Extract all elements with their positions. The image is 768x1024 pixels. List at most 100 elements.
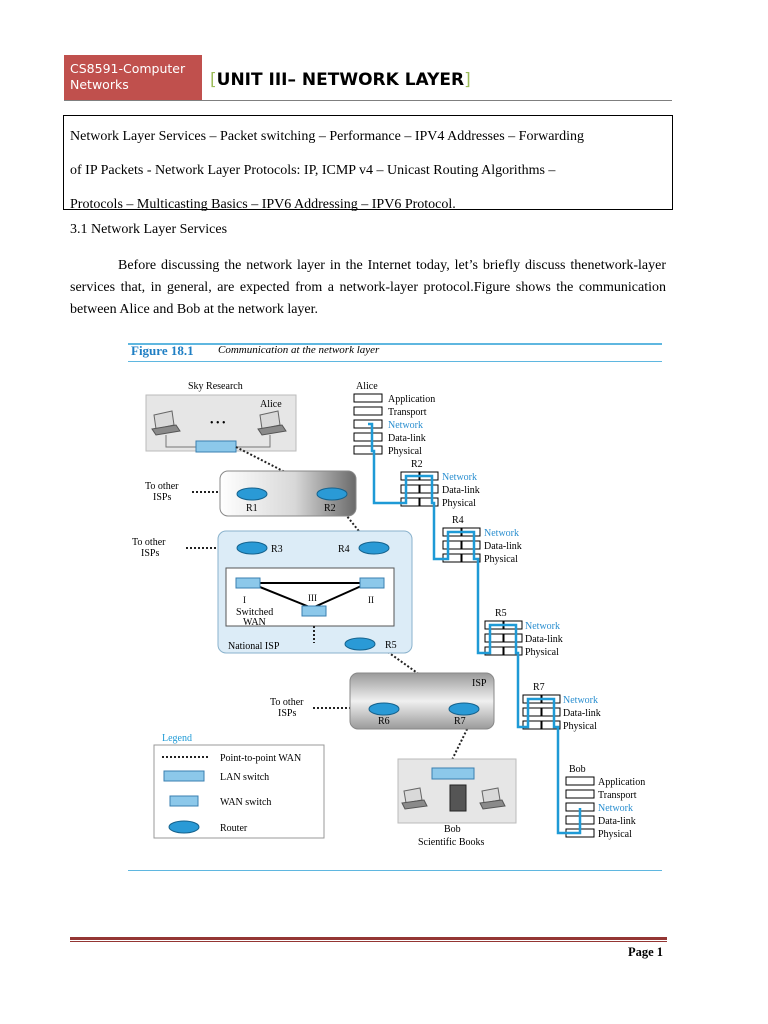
figure-18-1: Figure 18.1 Communication at the network… [128,333,662,873]
course-line-1: CS8591-Computer [70,61,186,76]
alice-physical: Physical [388,446,422,457]
r4-network: Network [484,528,519,539]
figure-caption: Communication at the network layer [218,344,380,356]
r5-network: Network [525,621,560,632]
wan-switch-icon [169,795,199,807]
router-icon [448,702,480,716]
to-other-isps-2b: ISPs [141,548,159,559]
bob-physical: Physical [598,829,632,840]
to-other-isps-3a: To other [270,697,304,708]
network-diagram: Sky Research Alice • • • [132,381,645,848]
bracket-open: [ [210,70,217,90]
r6-label: R6 [378,716,390,727]
lan-switch-icon [431,767,475,780]
wan-switch-icon [235,577,261,589]
r5-stack-title: R5 [495,608,507,619]
r2-label: R2 [324,503,336,514]
router-icon [168,820,200,834]
switched-label: Switched [236,607,273,618]
r4-stack-title: R4 [452,515,464,526]
r7-datalink: Data-link [563,708,601,719]
figure-top-rule [128,343,662,345]
alice-transport: Transport [388,407,427,418]
legend-router-label: Router [220,823,248,834]
router-icon [316,487,348,501]
laptop-icon [479,787,506,810]
page-number: Page 1 [628,945,664,959]
to-other-isps-2a: To other [132,537,166,548]
figure-bottom-rule [128,870,662,871]
r5-label: R5 [385,640,397,651]
router-icon [358,541,390,555]
footer-rule [70,937,667,940]
to-other-isps-1a: To other [145,481,179,492]
r7-stack-title: R7 [533,682,545,693]
alice-application: Application [388,394,435,405]
lan-cable [165,435,196,448]
legend-p2p-label: Point-to-point WAN [220,753,301,764]
topics-line-2: of IP Packets - Network Layer Protocols:… [70,163,556,178]
topics-line-1: Network Layer Services – Packet switchin… [70,129,584,144]
laptop-icon [401,787,428,810]
laptop-icon [257,410,287,436]
bob-label: Bob [444,824,461,835]
router-icon [236,541,268,555]
ellipsis: • • • [210,418,226,429]
r4-physical: Physical [484,554,518,565]
topics-line-3: Protocols – Multicasting Basics – IPV6 A… [70,197,456,212]
sky-research-label: Sky Research [188,381,243,392]
r4-label: R4 [338,544,350,555]
r1-label: R1 [246,503,258,514]
r5-datalink: Data-link [525,634,563,645]
switch-i-label: I [243,595,246,605]
intro-paragraph: Before discussing the network layer in t… [70,258,666,317]
to-other-isps-1b: ISPs [153,492,171,503]
wan-switch-icon [301,605,327,617]
data-path-line [368,422,582,835]
alice-datalink: Data-link [388,433,426,444]
bob-network: Network [598,803,633,814]
r5-physical: Physical [525,647,559,658]
bob-transport: Transport [598,790,637,801]
r7-network: Network [563,695,598,706]
wan-label: WAN [243,617,266,628]
legend-title: Legend [162,733,192,744]
bob-application: Application [598,777,645,788]
r7-label: R7 [454,716,466,727]
server-icon [449,784,467,812]
r7-physical: Physical [563,721,597,732]
course-badge: CS8591-Computer Networks [64,55,202,100]
course-line-2: Networks [70,77,129,92]
switch-ii-label: II [368,595,374,605]
legend-wan-label: WAN switch [220,797,271,808]
section-heading: 3.1 Network Layer Services [70,222,228,237]
switch-iii-label: III [308,593,317,603]
lan-switch-icon [163,770,205,782]
router-icon [344,637,376,651]
bob-stack-title: Bob [569,764,586,775]
r3-label: R3 [271,544,283,555]
footer-rule-thin [70,941,667,942]
alice-network: Network [388,420,423,431]
bracket-close: ] [464,70,471,90]
alice-host-label: Alice [260,399,282,410]
scientific-books-label: Scientific Books [418,837,484,848]
unit-title: [UNIT III– NETWORK LAYER] [210,70,471,90]
legend-lan-label: LAN switch [220,772,269,783]
r2-stack-title: R2 [411,459,423,470]
router-icon [368,702,400,716]
alice-stack-title: Alice [356,381,378,392]
router-icon [236,487,268,501]
wan-switch-icon [359,577,385,589]
r4-datalink: Data-link [484,541,522,552]
unit-title-text: UNIT III– NETWORK LAYER [216,70,465,90]
r2-datalink: Data-link [442,485,480,496]
topics-box: Network Layer Services – Packet switchin… [63,115,673,212]
isp-label: ISP [472,678,487,689]
r2-network: Network [442,472,477,483]
figure-mid-rule [128,361,662,362]
lan-switch-icon [195,440,237,453]
header-rule [64,100,672,101]
regional-isp-box [219,470,357,517]
national-isp-label: National ISP [228,641,280,652]
